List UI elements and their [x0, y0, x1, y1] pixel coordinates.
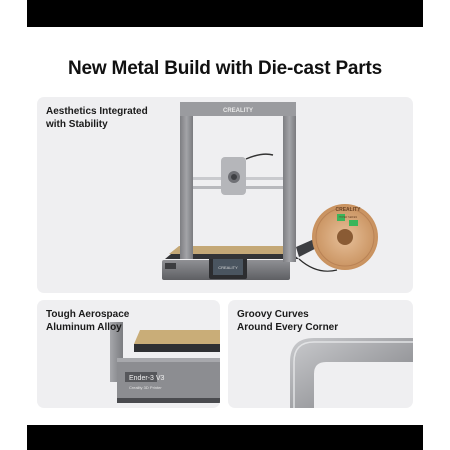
- frame-left: [180, 104, 193, 259]
- frame-right: [283, 104, 296, 262]
- spool-series: HYPER SERIES: [339, 216, 358, 219]
- printer-illustration: CREALITY CREALITY CREALITY HYPER SERIES: [162, 102, 378, 280]
- feature-caption-curves: Groovy Curves Around Every Corner: [237, 309, 339, 333]
- print-bed: [169, 246, 295, 254]
- top-black-bar: [27, 0, 423, 27]
- feature-panel-alloy: Ender-3 V3 Creality 3D Printer Tough Aer…: [37, 300, 220, 408]
- model-subtitle: Creality 3D Printer: [129, 385, 162, 390]
- screen-logo: CREALITY: [218, 265, 238, 270]
- model-badge: Ender-3 V3: [129, 375, 165, 382]
- feature-caption-aesthetics: Aesthetics Integrated with Stability: [46, 106, 148, 130]
- bed-plate: [134, 330, 220, 344]
- feature-panel-curves: Groovy Curves Around Every Corner: [228, 300, 413, 408]
- curved-frame-corner: [290, 338, 413, 408]
- frame-logo: CREALITY: [223, 108, 253, 114]
- alloy-closeup-illustration: Ender-3 V3 Creality 3D Printer: [110, 322, 220, 403]
- feature-panel-aesthetics: CREALITY CREALITY CREALITY HYPER SERIES …: [37, 97, 413, 293]
- spool-logo: CREALITY: [336, 207, 362, 213]
- headline: New Metal Build with Die-cast Parts: [68, 58, 382, 79]
- frame-top: [180, 102, 296, 116]
- feature-caption-alloy: Tough Aerospace Aluminum Alloy: [46, 309, 130, 333]
- curved-corner-illustration: [290, 338, 413, 408]
- bottom-black-bar: [27, 425, 423, 450]
